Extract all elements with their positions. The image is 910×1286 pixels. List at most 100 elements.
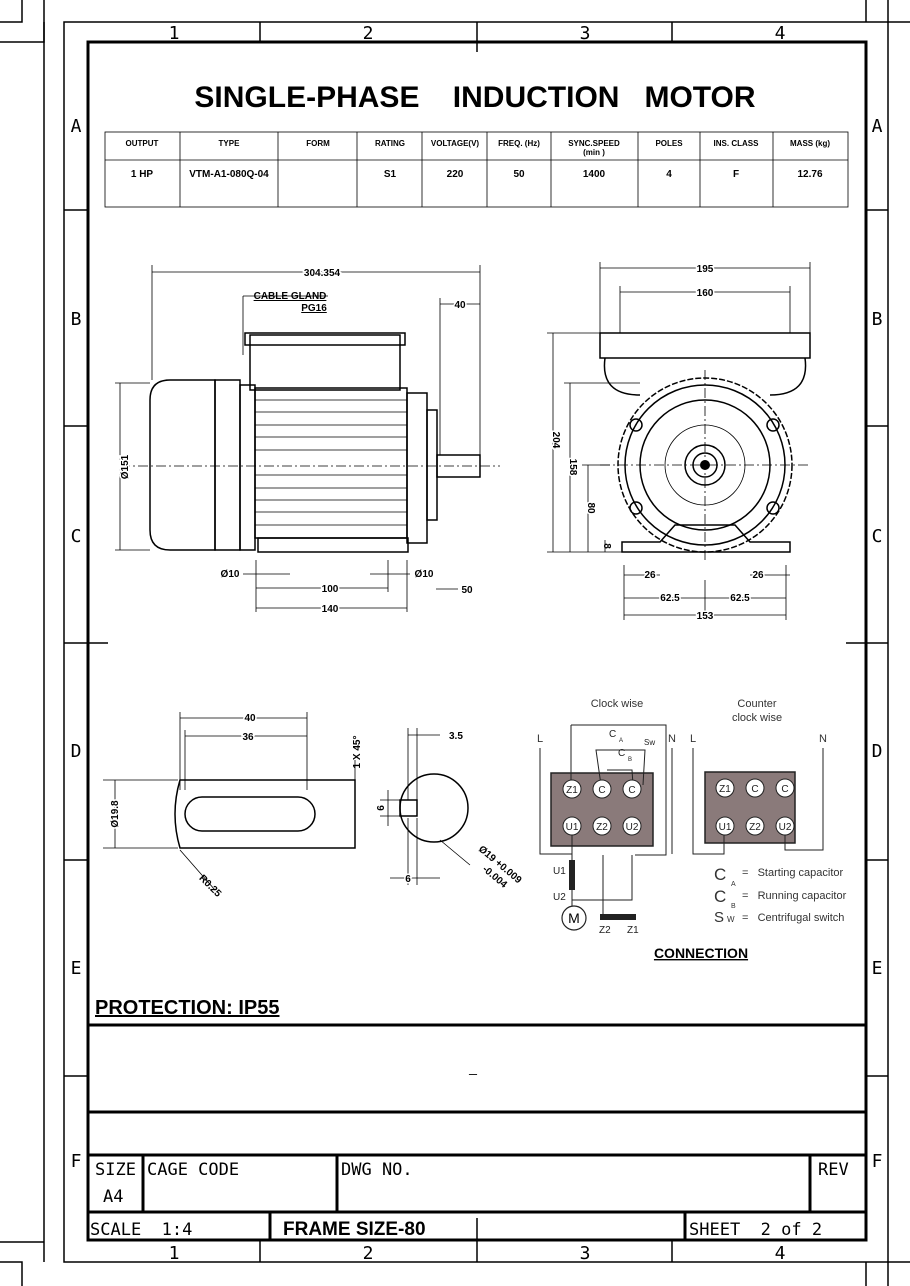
dim-foot-thickness: 8 bbox=[601, 543, 612, 549]
dim-key-length: 40 bbox=[244, 713, 256, 724]
zone-col-3: 3 bbox=[580, 23, 591, 44]
title-block: _ SIZE A4 CAGE CODE DWG NO. REV SCALE 1:… bbox=[88, 1023, 866, 1240]
terminal-z1-cw: Z1 bbox=[566, 785, 578, 796]
dim-key-width: 6 bbox=[405, 874, 411, 885]
spec-table: OUTPUT TYPE FORM RATING VOLTAGE(V) FREQ.… bbox=[104, 131, 849, 208]
corner-mark bbox=[0, 1241, 44, 1286]
zone-row-c: C bbox=[71, 526, 82, 547]
header-type: TYPE bbox=[219, 139, 241, 148]
z2-lead-label: Z2 bbox=[599, 925, 611, 936]
dim-height: 204 bbox=[550, 432, 561, 449]
legend-cb-text: = Running capacitor bbox=[742, 890, 847, 902]
dim-overall-length: 304.354 bbox=[304, 268, 341, 279]
mounting-foot bbox=[257, 537, 409, 553]
key-section bbox=[399, 799, 418, 817]
legend-ca-sub: A bbox=[731, 881, 736, 888]
corner-mark bbox=[865, 0, 910, 23]
cell-sync-speed: 1400 bbox=[583, 169, 606, 180]
header-rating: RATING bbox=[375, 139, 405, 148]
shaft-side bbox=[174, 779, 356, 849]
motor-label: M bbox=[568, 910, 580, 926]
terminal-z2-ccw: Z2 bbox=[749, 822, 761, 833]
terminal-u2-cw: U2 bbox=[626, 822, 639, 833]
dim-half-left: 62.5 bbox=[660, 593, 680, 604]
terminal-box-top bbox=[599, 332, 811, 359]
legend-cb-symbol: C bbox=[714, 887, 726, 906]
dim-shaft-dia: Ø19.8 bbox=[110, 800, 121, 828]
shaft-detail: 40 36 1 X 45° Ø19.8 R0.25 3.5 6 6 Ø19 +0… bbox=[103, 712, 524, 900]
legend-sw-text: = Centrifugal switch bbox=[742, 912, 844, 924]
fan-cover bbox=[149, 379, 216, 551]
connection-diagram: Clock wise Counter clock wise L N L N M … bbox=[537, 698, 847, 961]
zone-row-c-right: C bbox=[872, 526, 883, 547]
legend-ca-symbol: C bbox=[714, 865, 726, 884]
corner-mark bbox=[865, 1261, 910, 1286]
size-label: SIZE bbox=[95, 1160, 136, 1180]
ca-label: C bbox=[609, 729, 616, 740]
zone-row-b-right: B bbox=[872, 309, 883, 330]
header-mass: MASS (kg) bbox=[790, 139, 830, 148]
drawing-title: SINGLE-PHASE INDUCTION MOTOR bbox=[194, 81, 755, 114]
motor-side-view: 304.354 CABLE GLAND PG16 40 Ø151 Ø10 Ø10… bbox=[115, 265, 500, 617]
zone-row-e-right: E bbox=[872, 958, 883, 979]
legend-cb-sub: B bbox=[731, 903, 736, 910]
dim-key-depth: 3.5 bbox=[449, 731, 463, 742]
header-sync-unit: (min ) bbox=[583, 148, 605, 157]
dim-chamfer: 1 X 45° bbox=[352, 736, 363, 769]
dim-shaft-offset: 50 bbox=[461, 585, 473, 596]
dim-diameter: Ø151 bbox=[120, 454, 131, 479]
size-value: A4 bbox=[103, 1187, 123, 1207]
cage-code-label: CAGE CODE bbox=[147, 1160, 239, 1180]
legend-ca-text: = Starting capacitor bbox=[742, 867, 844, 879]
dim-half-right: 62.5 bbox=[730, 593, 750, 604]
neutral-n-cw: N bbox=[668, 733, 676, 745]
dwg-no-label: DWG NO. bbox=[341, 1160, 413, 1180]
dim-key-inner: 36 bbox=[242, 732, 254, 743]
zone-row-b: B bbox=[71, 309, 82, 330]
cell-freq: 50 bbox=[513, 169, 525, 180]
motor-front-view: 195 160 204 158 80 8 26 26 62.5 62.5 153 bbox=[547, 262, 811, 624]
terminal-c1-cw: C bbox=[598, 785, 605, 796]
header-sync-speed: SYNC.SPEED bbox=[568, 139, 620, 148]
cell-type: VTM-A1-080Q-04 bbox=[189, 169, 269, 180]
dim-foot-length: 140 bbox=[322, 604, 339, 615]
dim-foot-hole-right: Ø10 bbox=[415, 569, 434, 580]
zone-col-2-bottom: 2 bbox=[363, 1243, 374, 1264]
stator-body bbox=[254, 387, 408, 539]
header-poles: POLES bbox=[655, 139, 683, 148]
terminal-u1-cw: U1 bbox=[566, 822, 579, 833]
dim-center-height-2: 80 bbox=[585, 502, 596, 514]
terminal-z1-ccw: Z1 bbox=[719, 784, 731, 795]
u2-lead-label: U2 bbox=[553, 892, 566, 903]
zone-row-d-right: D bbox=[872, 741, 883, 762]
line-l-ccw: L bbox=[690, 733, 696, 745]
counter-label-2: clock wise bbox=[732, 712, 782, 724]
z1-lead-label: Z1 bbox=[627, 925, 639, 936]
legend-sw-sub: W bbox=[727, 915, 735, 924]
terminal-u2-ccw: U2 bbox=[779, 822, 792, 833]
zone-row-e: E bbox=[71, 958, 82, 979]
header-freq: FREQ. (Hz) bbox=[498, 139, 540, 148]
terminal-c2-ccw: C bbox=[781, 784, 788, 795]
frame-size-label: FRAME SIZE-80 bbox=[283, 1219, 426, 1240]
zone-row-a-right: A bbox=[872, 116, 883, 137]
line-l-cw: L bbox=[537, 733, 543, 745]
cell-poles: 4 bbox=[666, 169, 672, 180]
cell-output: 1 HP bbox=[131, 169, 154, 180]
cell-rating: S1 bbox=[384, 169, 397, 180]
cell-mass: 12.76 bbox=[797, 169, 822, 180]
rev-label: REV bbox=[818, 1160, 849, 1180]
sheet-label: SHEET 2 of 2 bbox=[689, 1220, 822, 1240]
dim-foot-width: 153 bbox=[697, 611, 714, 622]
zone-col-1-bottom: 1 bbox=[169, 1243, 180, 1264]
dim-foot-slot-left: 26 bbox=[644, 570, 656, 581]
clockwise-label: Clock wise bbox=[591, 698, 644, 710]
notes-mark: _ bbox=[468, 1059, 477, 1075]
header-output: OUTPUT bbox=[126, 139, 159, 148]
zone-col-2: 2 bbox=[363, 23, 374, 44]
zone-col-4-bottom: 4 bbox=[775, 1243, 786, 1264]
dim-foot-hole-left: Ø10 bbox=[221, 569, 240, 580]
legend-sw-symbol: S bbox=[714, 909, 724, 926]
neutral-n-ccw: N bbox=[819, 733, 827, 745]
